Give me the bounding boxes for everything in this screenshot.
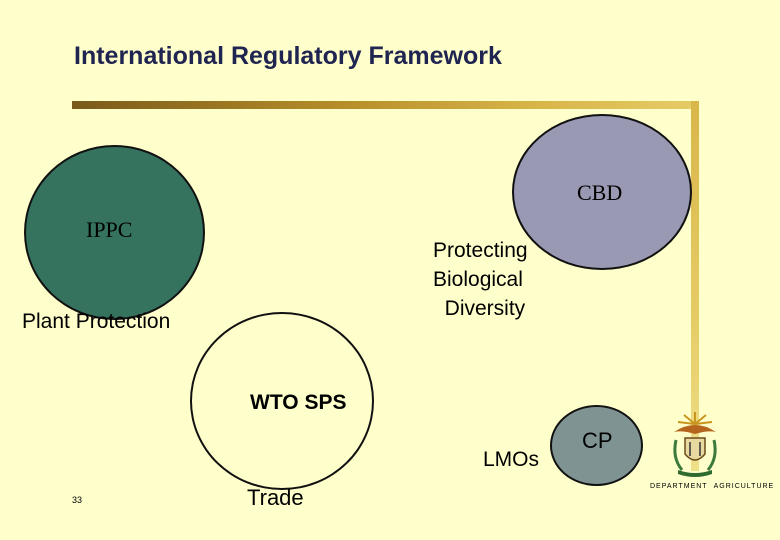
decorative-bar-vertical [691,101,699,471]
agriculture-word: AGRICULTURE [713,483,775,490]
trade-label: Trade [247,485,304,510]
slide-number: 33 [72,495,83,505]
wto-sps-label: WTO SPS [250,391,347,414]
coat-of-arms-icon [668,410,722,480]
wto-sps-circle [190,312,374,490]
cbd-circle [512,114,692,270]
department-word: DEPARTMENT [650,483,708,490]
cp-circle [550,405,643,486]
plant-protection-label: Plant Protection [22,310,171,333]
cp-label: CP [582,428,613,453]
protecting-biological-diversity-label: Protecting Biological Diversity [433,239,528,320]
cbd-label: CBD [577,180,623,205]
decorative-bar-horizontal [72,101,699,109]
lmos-label: LMOs [483,448,540,471]
slide-title: International Regulatory Framework [74,42,502,70]
department-footer: DEPARTMENT AGRICULTURE [650,483,780,490]
ippc-circle [24,145,205,320]
ippc-label: IPPC [86,217,133,242]
